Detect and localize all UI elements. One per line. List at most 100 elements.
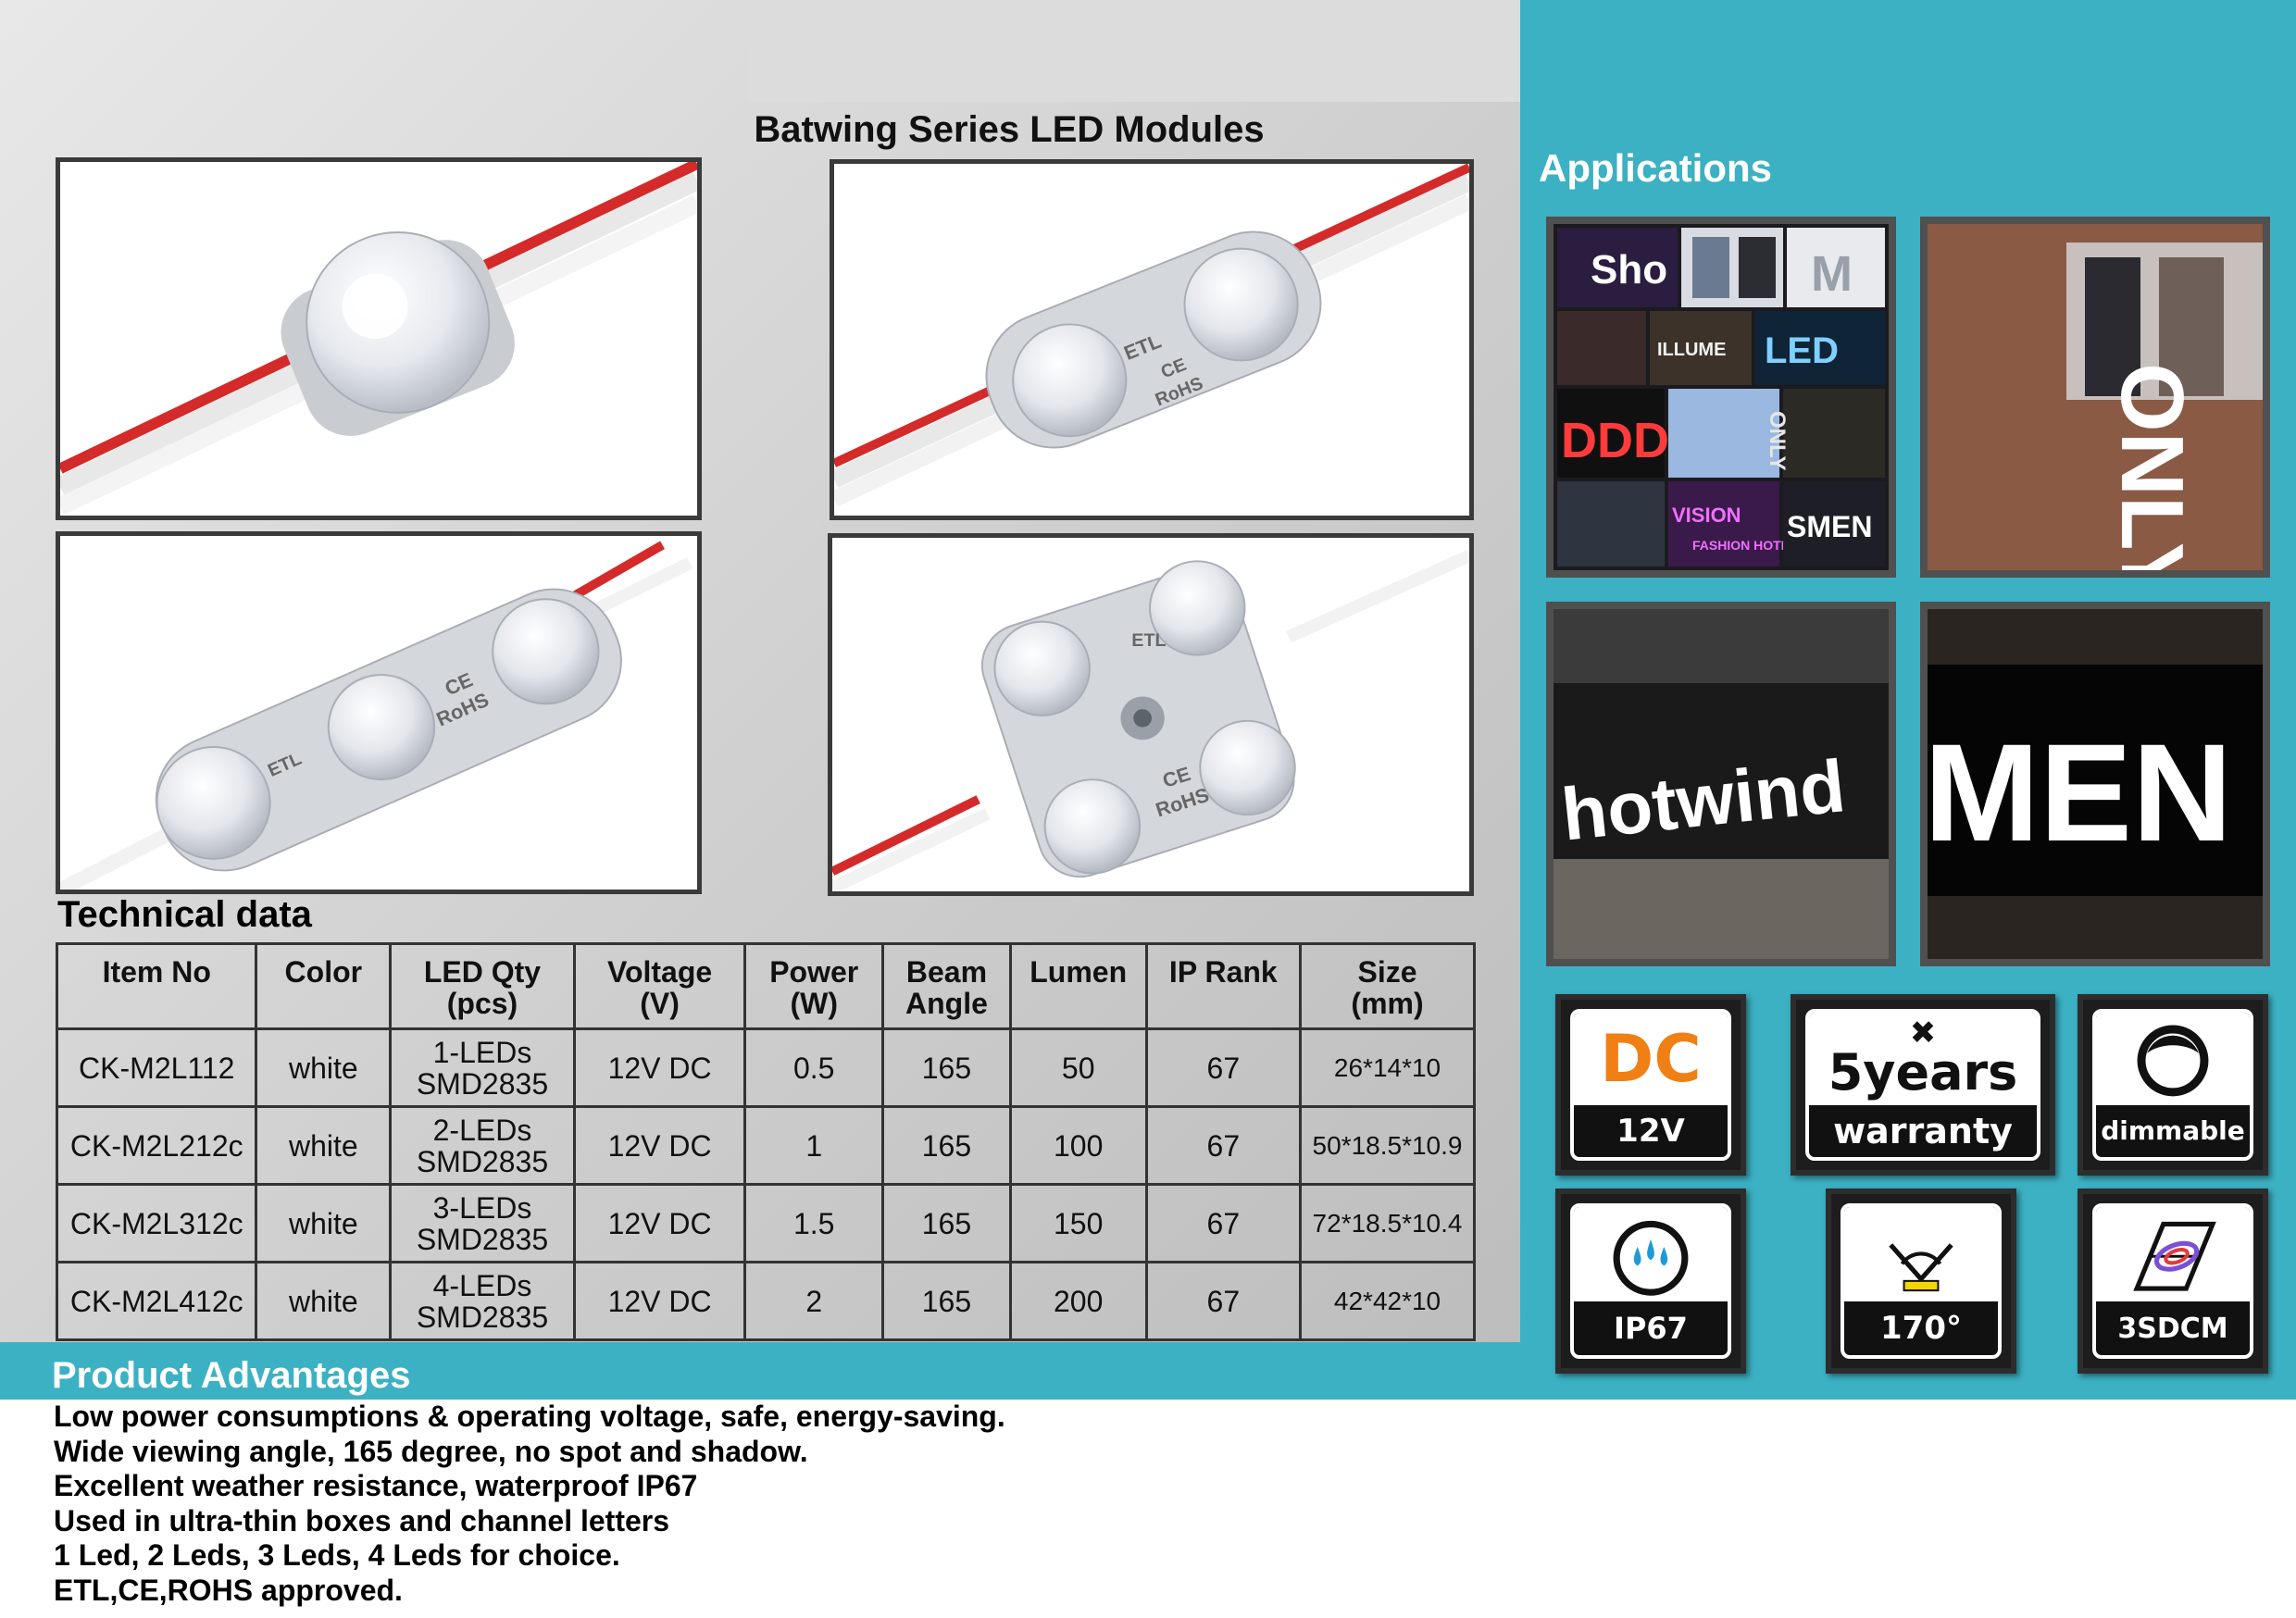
cell-item-no: CK-M2L312c (55, 1183, 258, 1263)
badge-3sdcm: 3SDCM (2078, 1189, 2268, 1374)
cell-beam-angle: 165 (881, 1183, 1012, 1263)
cell-voltage: 12V DC (572, 1027, 747, 1108)
cell-lumen: 50 (1008, 1027, 1148, 1108)
dimmer-icon (2137, 1025, 2209, 1097)
application-only-store: ONLY (1920, 217, 2270, 578)
cell-lumen: 200 (1008, 1261, 1148, 1341)
technical-data-table: Item No Color LED Qty(pcs) Voltage(V) Po… (55, 942, 1476, 1341)
cell-power: 1.5 (743, 1183, 885, 1263)
advantages-title: Product Advantages (52, 1355, 411, 1396)
viewing-angle-label: 170° (1880, 1310, 1962, 1348)
tools-icon: ✖ (1909, 1015, 1937, 1051)
cell-ip-rank: 67 (1144, 1105, 1303, 1186)
color-consistency-icon (2133, 1221, 2216, 1291)
cell-beam-angle: 165 (881, 1105, 1012, 1186)
cell-power: 1 (743, 1105, 885, 1186)
collage-text: DDD (1561, 413, 1669, 468)
cell-voltage: 12V DC (572, 1183, 747, 1263)
etl-mark: ETL (1131, 630, 1166, 651)
cell-beam-angle: 165 (881, 1261, 1012, 1341)
collage-text: FASHION HOTEL (1692, 538, 1798, 553)
application-hotwind-sign: hotwind (1546, 602, 1896, 966)
only-sign-text: ONLY (2103, 363, 2202, 570)
badge-warranty: ✖ 5years warranty (1791, 994, 2055, 1176)
dc-text: DC (1600, 1020, 1702, 1097)
cell-size: 26*14*10 (1299, 1027, 1476, 1108)
cell-item-no: CK-M2L212c (55, 1105, 258, 1186)
product-photo-3led: ETL CE RoHS (56, 531, 702, 894)
warranty-years-text: 5years (1828, 1042, 2018, 1101)
collage-text: VISION (1672, 504, 1741, 527)
cell-size: 72*18.5*10.4 (1299, 1183, 1476, 1263)
header-item-no: Item No (55, 942, 258, 1030)
header-size: Size(mm) (1299, 942, 1476, 1030)
cell-ip-rank: 67 (1144, 1183, 1303, 1263)
left-panel-top-shade (748, 0, 1520, 102)
header-power: Power(W) (743, 942, 885, 1030)
cell-item-no: CK-M2L112 (55, 1027, 258, 1108)
application-men-sign: MEN (1920, 602, 2270, 966)
collage-text: M (1811, 246, 1853, 302)
collage-text: Sho (1591, 247, 1667, 292)
cell-voltage: 12V DC (572, 1261, 747, 1341)
list-item: ETL,CE,ROHS approved. (54, 1573, 403, 1607)
dimmable-label: dimmable (2101, 1115, 2245, 1147)
cell-ip-rank: 67 (1144, 1027, 1303, 1108)
header-led-qty: LED Qty(pcs) (389, 942, 576, 1030)
page-title: Batwing Series LED Modules (754, 109, 1265, 150)
header-lumen: Lumen (1008, 942, 1148, 1030)
cell-lumen: 100 (1008, 1105, 1148, 1186)
dc-voltage-label: 12V (1616, 1112, 1685, 1150)
collage-text: ONLY (1765, 411, 1790, 470)
collage-text: LED (1765, 330, 1839, 371)
cell-color: white (255, 1105, 393, 1186)
sdcm-label: 3SDCM (2117, 1312, 2228, 1345)
water-drops-icon (1613, 1220, 1689, 1296)
collage-text: ILLUME (1657, 340, 1726, 360)
product-photo-4led: ETL CE RoHS (828, 533, 1474, 896)
header-color: Color (255, 942, 393, 1030)
product-photo-2led: ETL CE RoHS (830, 159, 1474, 520)
cell-color: white (255, 1183, 393, 1263)
cell-color: white (255, 1261, 393, 1341)
list-item: Excellent weather resistance, waterproof… (54, 1469, 698, 1502)
cell-power: 2 (743, 1261, 885, 1341)
ip-rating-label: IP67 (1614, 1311, 1688, 1347)
header-voltage: Voltage(V) (572, 942, 747, 1030)
men-sign-text: MEN (1928, 715, 2232, 870)
cell-lumen: 150 (1008, 1183, 1148, 1263)
applications-title: Applications (1539, 146, 1773, 190)
list-item: 1 Led, 2 Leds, 3 Leds, 4 Leds for choice… (54, 1538, 620, 1572)
application-collage: Sho M ILLUME LED DDD ONLY VISION FASHION… (1546, 217, 1896, 578)
cell-voltage: 12V DC (572, 1105, 747, 1186)
cell-beam-angle: 165 (881, 1027, 1012, 1108)
cell-power: 0.5 (743, 1027, 885, 1108)
collage-text: SMEN (1787, 510, 1872, 543)
cell-size: 42*42*10 (1299, 1261, 1476, 1341)
cell-item-no: CK-M2L412c (55, 1261, 258, 1341)
list-item: Used in ultra-thin boxes and channel let… (54, 1503, 670, 1537)
advantages-list: Low power consumptions & operating volta… (54, 1400, 1720, 1608)
warranty-label: warranty (1833, 1110, 2013, 1151)
technical-data-title: Technical data (57, 894, 312, 935)
product-photo-1led (56, 157, 702, 520)
list-item: Wide viewing angle, 165 degree, no spot … (54, 1434, 808, 1468)
cell-ip-rank: 67 (1144, 1261, 1303, 1341)
cell-color: white (255, 1027, 393, 1108)
beam-angle-icon (1889, 1243, 1953, 1292)
table-header-row: Item No Color LED Qty(pcs) Voltage(V) Po… (55, 942, 1476, 1030)
badge-ip67: IP67 (1555, 1189, 1746, 1374)
badge-viewing-angle: 170° (1826, 1189, 2016, 1374)
badge-dimmable: dimmable (2078, 994, 2268, 1176)
list-item: Low power consumptions & operating volta… (54, 1400, 1005, 1433)
badge-dc-12v: DC 12V (1555, 994, 1746, 1176)
cell-size: 50*18.5*10.9 (1299, 1105, 1476, 1186)
